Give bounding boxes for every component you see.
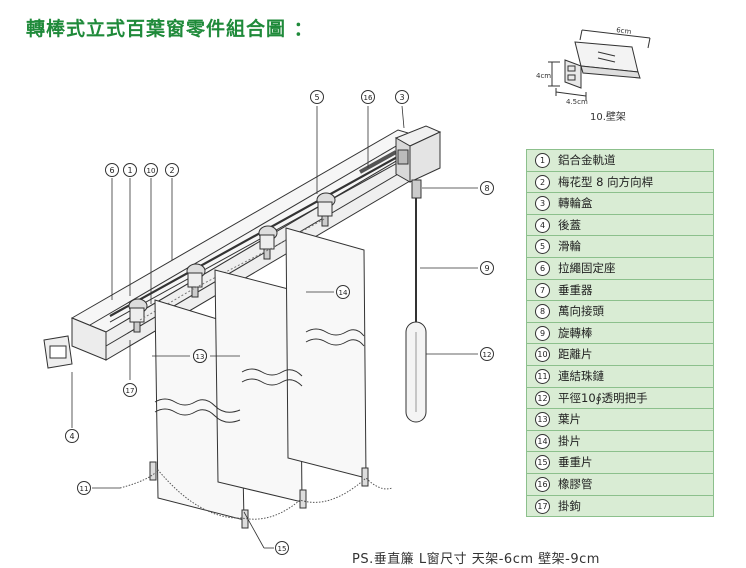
callout-number: 14 bbox=[339, 289, 348, 297]
callout-number: 11 bbox=[80, 485, 89, 493]
legend-item-number: 1 bbox=[535, 153, 550, 168]
callout-circle bbox=[165, 163, 179, 177]
bracket-dim-depth: 4.5cm bbox=[566, 98, 588, 106]
callout-circle bbox=[105, 163, 119, 177]
legend-item-label: 掛片 bbox=[558, 433, 581, 448]
legend-item-label: 連結珠鏈 bbox=[558, 368, 604, 383]
diagram-title: 轉棒式立式百葉窗零件組合圖 ： bbox=[26, 18, 314, 40]
callout-circle bbox=[275, 541, 289, 555]
bracket-dim-width: 6cm bbox=[616, 26, 632, 36]
legend-item: 13 葉片 bbox=[527, 409, 713, 431]
legend-item-label: 平徑10∮透明把手 bbox=[558, 390, 648, 405]
legend-item: 12 平徑10∮透明把手 bbox=[527, 387, 713, 410]
legend-item-number: 5 bbox=[535, 239, 550, 255]
legend-item-label: 後蓋 bbox=[558, 217, 581, 232]
legend-item-label: 葉片 bbox=[558, 412, 581, 427]
callout-circle bbox=[193, 349, 207, 363]
callout-circle bbox=[123, 383, 137, 397]
callout-number: 3 bbox=[399, 93, 404, 102]
callout-circle bbox=[65, 429, 79, 443]
legend-item-number: 17 bbox=[535, 498, 550, 514]
callout-circle bbox=[395, 90, 409, 104]
callout-circle bbox=[361, 90, 375, 104]
bracket-dim-height: 4cm bbox=[536, 72, 551, 80]
ps-note: PS.垂直簾 L窗尺寸 天架-6cm 壁架-9cm bbox=[352, 552, 600, 567]
callout-number: 10 bbox=[147, 167, 156, 175]
legend-item: 11 連結珠鏈 bbox=[527, 365, 713, 388]
callout-number: 5 bbox=[314, 93, 319, 102]
callout-circle bbox=[336, 285, 350, 299]
legend-item-label: 拉繩固定座 bbox=[558, 260, 616, 275]
legend-item-label: 垂重器 bbox=[558, 282, 593, 297]
legend-item-number: 6 bbox=[535, 260, 550, 276]
legend-item-number: 10 bbox=[535, 347, 550, 363]
legend-item: 7 垂重器 bbox=[527, 279, 713, 302]
callout-number: 1 bbox=[127, 166, 132, 175]
legend-item-label: 垂重片 bbox=[558, 455, 593, 470]
legend-item: 16 橡膠管 bbox=[527, 473, 713, 496]
gear-box-drawing bbox=[394, 125, 442, 183]
legend-item-label: 鋁合金軌道 bbox=[558, 153, 616, 167]
legend-item-label: 轉輪盒 bbox=[558, 196, 593, 211]
callout-markers: 12345689101112131314151617 bbox=[65, 90, 494, 555]
legend-item-number: 9 bbox=[535, 325, 550, 341]
legend-item-label: 滑輪 bbox=[558, 239, 581, 254]
legend-item-label: 萬向接頭 bbox=[558, 304, 604, 319]
callout-number: 12 bbox=[483, 351, 492, 359]
callout-number: 9 bbox=[484, 264, 489, 273]
legend-item-number: 11 bbox=[535, 368, 550, 384]
legend-item-number: 2 bbox=[535, 174, 550, 190]
legend-item-number: 3 bbox=[535, 196, 550, 212]
callout-circle bbox=[123, 163, 137, 177]
parts-legend: 1 鋁合金軌道 2 梅花型 8 向方向桿 3 轉輪盒 4 後蓋 5 滑輪 6 拉繩固定座 7 垂重器 8 萬向… bbox=[526, 149, 714, 518]
legend-item-number: 7 bbox=[535, 282, 550, 298]
legend-item: 2 梅花型 8 向方向桿 bbox=[527, 171, 713, 194]
callout-circle bbox=[480, 347, 494, 361]
callout-number: 8 bbox=[484, 184, 489, 193]
legend-item-number: 15 bbox=[535, 455, 550, 471]
callout-number: 13 bbox=[196, 353, 205, 361]
legend-item-label: 掛鉤 bbox=[558, 498, 581, 513]
legend-item-number: 4 bbox=[535, 217, 550, 233]
callout-number: 6 bbox=[109, 166, 114, 175]
legend-item: 1 鋁合金軌道 bbox=[527, 150, 713, 172]
legend-item: 4 後蓋 bbox=[527, 214, 713, 237]
legend-item: 14 掛片 bbox=[527, 430, 713, 453]
legend-item-number: 16 bbox=[535, 476, 550, 492]
legend-item: 3 轉輪盒 bbox=[527, 193, 713, 215]
rear-cover-drawing bbox=[43, 335, 73, 369]
legend-item-label: 距離片 bbox=[558, 347, 593, 362]
callout-number: 17 bbox=[126, 387, 135, 395]
callout-circle bbox=[480, 181, 494, 195]
legend-item-label: 橡膠管 bbox=[558, 476, 593, 491]
carrier-group bbox=[128, 192, 336, 333]
legend-item: 17 掛鉤 bbox=[527, 495, 713, 518]
legend-item: 5 滑輪 bbox=[527, 236, 713, 258]
legend-item-number: 13 bbox=[535, 412, 550, 428]
callout-number: 15 bbox=[278, 545, 287, 553]
legend-item: 10 距離片 bbox=[527, 344, 713, 366]
legend-item-label: 梅花型 8 向方向桿 bbox=[558, 174, 654, 189]
wall-bracket-drawing bbox=[548, 29, 651, 100]
callout-circle bbox=[144, 163, 158, 177]
legend-item-number: 8 bbox=[535, 304, 550, 320]
vanes bbox=[119, 227, 393, 529]
bracket-caption: 10.壁架 bbox=[590, 112, 626, 123]
legend-item: 15 垂重片 bbox=[527, 452, 713, 474]
callout-number: 4 bbox=[69, 432, 74, 441]
legend-item: 9 旋轉棒 bbox=[527, 322, 713, 345]
callout-number: 2 bbox=[169, 166, 174, 175]
wand-drawing bbox=[405, 179, 427, 423]
legend-item: 6 拉繩固定座 bbox=[527, 257, 713, 280]
callout-circle bbox=[310, 90, 324, 104]
callout-circle bbox=[77, 481, 91, 495]
legend-item-number: 12 bbox=[535, 390, 550, 406]
callout-circle bbox=[480, 261, 494, 275]
legend-item: 8 萬向接頭 bbox=[527, 301, 713, 323]
callout-number: 16 bbox=[364, 94, 373, 102]
legend-item-number: 14 bbox=[535, 433, 550, 449]
legend-item-label: 旋轉棒 bbox=[558, 325, 593, 340]
